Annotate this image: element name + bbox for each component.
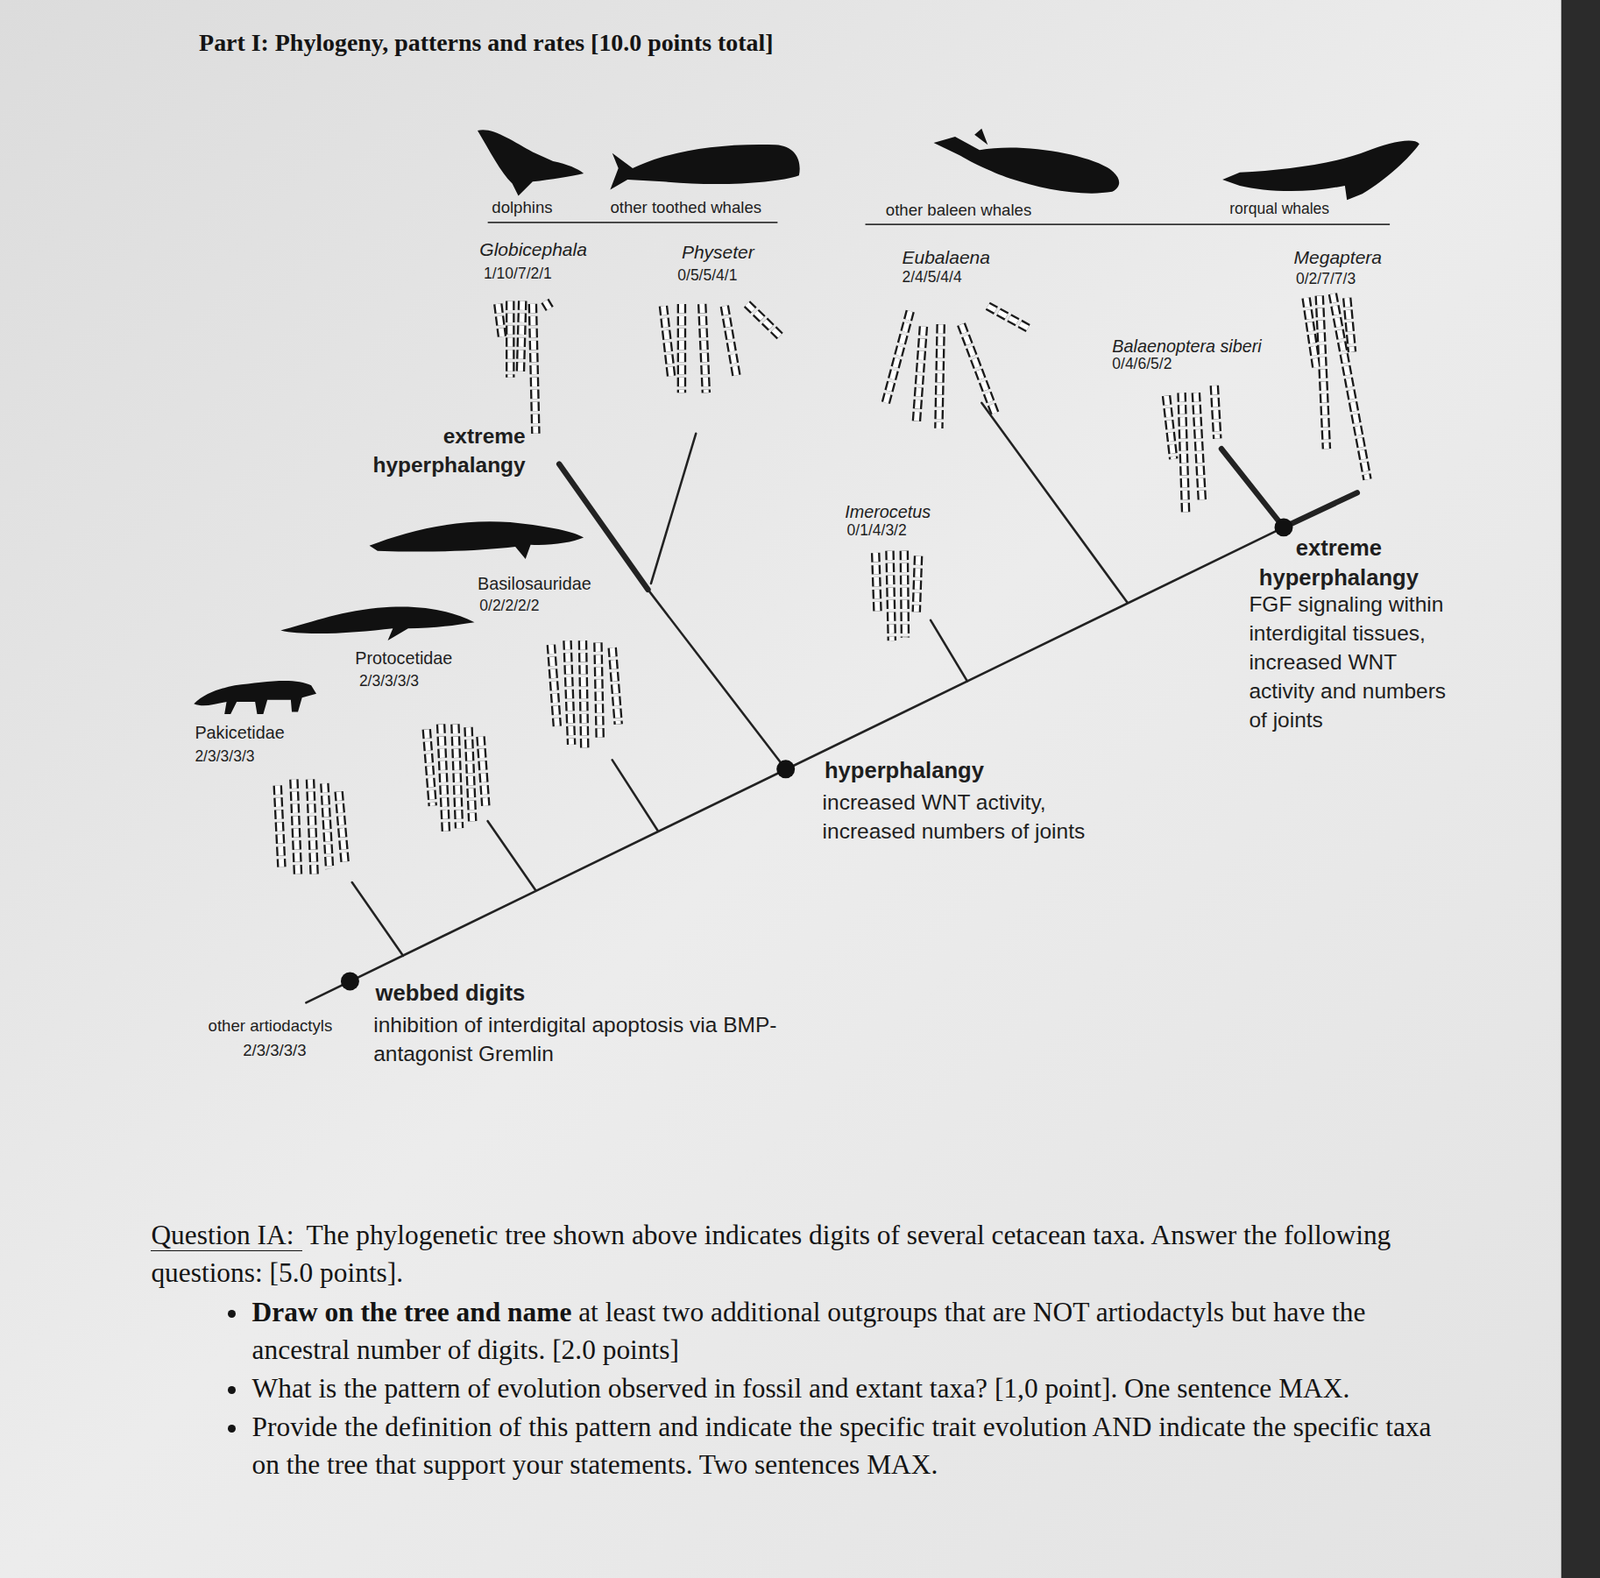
taxon-silhouettes	[193, 128, 1420, 715]
question-text: Draw on the tree and name	[252, 1296, 573, 1328]
digit-formula: 1/10/7/2/1	[483, 263, 553, 285]
digit-formula: 0/4/6/5/2	[1111, 353, 1172, 376]
taxon-name: Globicephala	[479, 237, 588, 262]
trait-callout: increased WNT activity, increased number…	[822, 787, 1140, 846]
taxon-name: other artiodactyls	[208, 1014, 333, 1037]
taxon-name: Imerocetus	[844, 500, 931, 524]
question-text: Provide the definition of this pattern a…	[252, 1411, 1432, 1481]
digit-formula: 2/4/5/4/4	[902, 267, 963, 289]
taxon-name: hyperphalangy	[824, 755, 985, 786]
trait-nodes	[340, 517, 1294, 991]
clade-name: rorqual whales	[1229, 198, 1330, 220]
digit-formula: 2/3/3/3/3	[194, 746, 255, 768]
digit-formula: 0/1/4/3/2	[847, 520, 907, 542]
question-list: Draw on the tree and nameat least two ad…	[198, 1293, 1459, 1486]
trait-callout: extreme hyperphalangy	[1246, 532, 1431, 594]
taxon-name: Balaenoptera siberi	[1111, 334, 1261, 359]
taxon-name: Physeter	[681, 240, 755, 265]
digit-formula: 0/2/2/2/2	[479, 595, 539, 617]
monitor-edge	[1561, 0, 1600, 1578]
clade-name: other baleen whales	[885, 198, 1032, 221]
taxon-name: Megaptera	[1294, 245, 1382, 270]
question-bullet: Provide the definition of this pattern a…	[249, 1408, 1459, 1485]
taxon-name: Basilosauridae	[477, 572, 592, 596]
taxon-name: Eubalaena	[902, 245, 991, 270]
trait-callout: inhibition of interdigital apoptosis via…	[373, 1010, 782, 1069]
question-text: The phylogenetic tree shown above indica…	[150, 1219, 1391, 1289]
clade-underlines	[488, 222, 1390, 225]
clade-name: other toothed whales	[609, 196, 762, 219]
question-heading: Question IA:	[150, 1219, 302, 1252]
digit-bones-fill	[277, 293, 1368, 876]
taxon-name: Protocetidae	[354, 646, 453, 671]
digit-formula: 0/5/5/4/1	[677, 265, 737, 287]
trait-callout: extreme hyperphalangy	[341, 421, 526, 480]
digit-formula: 0/2/7/7/3	[1295, 269, 1356, 291]
trait-callout: FGF signaling within interdigital tissue…	[1248, 589, 1459, 735]
clade-name: dolphins	[491, 196, 553, 219]
page-title: Part I: Phylogeny, patterns and rates [1…	[198, 26, 773, 60]
digit-formula: 2/3/3/3/3	[242, 1039, 306, 1062]
question-bullet: What is the pattern of evolution observe…	[249, 1369, 1459, 1409]
digit-bones-outline	[277, 293, 1368, 876]
question-paragraph: Question IA:The phylogenetic tree shown …	[150, 1216, 1427, 1292]
digit-formula: 2/3/3/3/3	[359, 671, 419, 693]
question-text: What is the pattern of evolution observe…	[252, 1373, 1351, 1404]
question-bullet: Draw on the tree and nameat least two ad…	[249, 1293, 1459, 1370]
taxon-name: webbed digits	[375, 977, 526, 1009]
tree-branches	[305, 403, 1357, 1004]
taxon-name: Pakicetidae	[194, 721, 284, 745]
